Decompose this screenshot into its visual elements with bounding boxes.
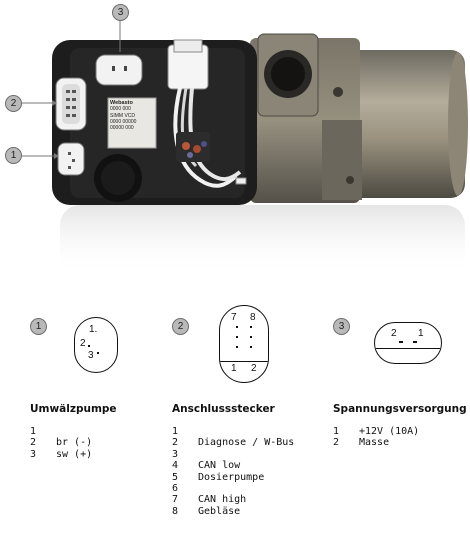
pin-number: 3 xyxy=(30,448,37,460)
pin-number: 2 xyxy=(333,437,340,449)
diagram-2-bottom-band xyxy=(220,361,268,382)
photo-connector-1 xyxy=(57,142,85,176)
pin-label: Dosierpumpe xyxy=(198,471,265,483)
diagram-2-pin-2: 2 xyxy=(251,363,257,374)
list-item: 3 sw (+) xyxy=(30,449,92,460)
list-item: 2 Masse xyxy=(333,437,419,448)
pin-number: 7 xyxy=(172,494,179,506)
diagram-2-pin-1: 1 xyxy=(231,363,237,374)
diagram-1-pin-3: 3 xyxy=(88,350,94,361)
list-item: 1 +12V (10A) xyxy=(333,426,419,437)
diagram-3-pin-2: 2 xyxy=(391,328,397,339)
pin-label: sw (+) xyxy=(56,448,93,460)
burner-cylinder xyxy=(330,50,465,198)
diagram-3-pin-1: 1 xyxy=(418,328,424,339)
pin-number: 2 xyxy=(30,437,37,449)
diagram-badge-1: 1 xyxy=(30,318,47,335)
list-item: 8 Gebläse xyxy=(172,506,294,517)
list-item: 1 xyxy=(30,426,92,437)
label-plate-text: Webasto 0000 000 SIMM VCD 0000 00000 000… xyxy=(110,100,156,131)
list-item: 5 Dosierpumpe xyxy=(172,472,294,483)
list-item: 1 xyxy=(172,426,294,437)
label-plate xyxy=(107,97,157,149)
diagram-1-pin-2: 2 xyxy=(80,338,86,349)
diagram-1-pin-1: 1. xyxy=(89,324,98,335)
connector-diagram-2 xyxy=(219,305,269,383)
diagram-1-dot-2 xyxy=(88,345,90,347)
callout-lines xyxy=(22,20,121,159)
section-title-anschlussstecker: Anschlussstecker xyxy=(172,403,275,415)
pin-label: CAN high xyxy=(198,494,247,506)
label-line-2: SIMM VCD xyxy=(110,112,135,119)
pin-number: 1 xyxy=(30,426,37,437)
list-item: 2 Diagnose / W-Bus xyxy=(172,437,294,448)
pin-label: br (-) xyxy=(56,437,93,449)
section-title-spannungsversorgung: Spannungsversorgung xyxy=(333,403,467,415)
diagram-3-dash-1 xyxy=(413,341,417,343)
pin-number: 8 xyxy=(172,505,179,517)
pin-label: +12V (10A) xyxy=(359,426,420,437)
callout-badge-3: 3 xyxy=(112,4,129,21)
pin-label: Diagnose / W-Bus xyxy=(198,437,295,449)
label-line-4: 00000 000 xyxy=(110,125,134,132)
pin-list-anschlussstecker: 1 2 Diagnose / W-Bus 3 4 CAN low 5 Dosierpu… xyxy=(172,426,294,517)
pin-label: Gebläse xyxy=(198,505,241,517)
pin-number: 6 xyxy=(172,482,179,494)
pin-list-umwaelzpumpe: 1 2 br (-) 3 sw (+) xyxy=(30,426,92,460)
pin-label: Masse xyxy=(359,437,390,449)
photo-connector-3 xyxy=(95,54,143,86)
pin-number: 1 xyxy=(333,426,340,437)
label-line-1: 0000 000 xyxy=(110,106,131,113)
pin-number: 4 xyxy=(172,460,179,472)
list-item: 3 xyxy=(172,449,294,460)
pin-number: 5 xyxy=(172,471,179,483)
diagram-badge-3: 3 xyxy=(333,318,350,335)
diagram-3-dash-2 xyxy=(399,341,403,343)
pin-label: CAN low xyxy=(198,460,241,472)
pin-number: 2 xyxy=(172,437,179,449)
callout-badge-1: 1 xyxy=(5,147,22,164)
diagram-1-dot-3 xyxy=(97,352,99,354)
heater-illustration xyxy=(52,33,468,275)
heater-photo: Webasto 0000 000 SIMM VCD 0000 00000 000… xyxy=(5,4,468,275)
list-item: 6 xyxy=(172,483,294,494)
callout-badge-2: 2 xyxy=(5,95,22,112)
diagram-2-pin-7: 7 xyxy=(231,312,237,323)
diagram-3-bottom-band xyxy=(375,348,441,363)
label-brand: Webasto xyxy=(110,100,133,106)
photo-reflection xyxy=(60,205,465,275)
pin-list-spannungsversorgung: 1 +12V (10A) 2 Masse xyxy=(333,426,419,449)
diagram-2-pin-8: 8 xyxy=(250,312,256,323)
connector-diagram-3 xyxy=(374,322,442,364)
pin-number: 3 xyxy=(172,448,179,460)
pin-number: 1 xyxy=(172,426,179,437)
diagram-2-pin-dots xyxy=(236,326,256,362)
connector-diagram-1 xyxy=(74,317,118,373)
diagram-badge-2: 2 xyxy=(172,318,189,335)
label-line-3: 0000 00000 xyxy=(110,118,137,125)
section-title-umwaelzpumpe: Umwälzpumpe xyxy=(30,403,117,415)
list-item: 4 CAN low xyxy=(172,460,294,471)
list-item: 7 CAN high xyxy=(172,494,294,505)
list-item: 2 br (-) xyxy=(30,437,92,448)
